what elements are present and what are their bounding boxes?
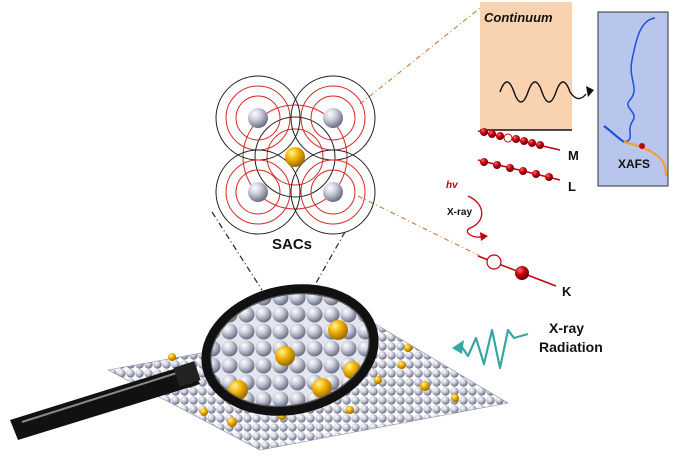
electron-shell-k: K [477,254,572,299]
xafs-panel: XAFS [597,11,669,187]
electron [488,130,496,138]
photoelectron-wave [499,81,587,103]
shell-l-electrons [480,158,553,181]
neighbor-atom-br [323,182,343,202]
shell-m-electrons [480,128,544,149]
sacs-label: SACs [272,236,312,253]
gold-atom [451,394,459,402]
electron [520,137,528,145]
photon-incident: hv X-ray [446,180,488,241]
hv-label: hv [446,180,459,191]
xray-photon-label: X-ray [447,207,472,218]
ring-inner-center [254,116,336,198]
xafs-curve-edge [603,125,625,143]
continuum-label: Continuum [484,10,553,25]
continuum-box [480,2,572,130]
gold-atom [168,353,176,361]
magnifier-rim [201,284,379,416]
zoom-line-right [311,231,346,291]
scattering-rings [215,75,376,235]
magnifier-handle-highlight [21,371,181,423]
core-hole [486,254,502,270]
ring-tl-1 [235,95,281,141]
magnifier-rim-inner [210,293,370,407]
xafs-label: XAFS [618,157,650,171]
electron [528,139,536,147]
ring-bl-2 [225,159,291,225]
ring-br-3 [290,149,376,235]
zoom-line-left [211,211,263,291]
electron-hole [503,133,513,143]
leader-line-lower [357,195,481,257]
shell-m-label: M [568,148,579,163]
electron-shell-m: M [477,128,579,163]
gold-atom [398,361,406,369]
lens-gold-atom [328,320,348,340]
electron [480,128,488,136]
xray-wave-icon [459,328,529,370]
ring-bl-1 [235,169,281,215]
xafs-curve-preedge [623,140,668,177]
lens-gold-atom [275,346,295,366]
electron [493,161,501,169]
electron [536,141,544,149]
ring-br-2 [300,159,366,225]
wave-arrowhead-icon [586,86,594,97]
single-metal-atom [285,147,305,167]
neighbor-atom-tl [248,108,268,128]
ring-tr-1 [310,95,356,141]
neighbor-atom-tr [323,108,343,128]
xray-wave-arrowhead-icon [452,340,464,354]
lens-gold-atom [312,378,332,398]
electron [532,170,540,178]
xray-radiation-label-line1: X-ray [549,320,584,336]
gold-atom [420,381,430,391]
ring-br-1 [310,169,356,215]
xray-radiation-label-line2: Radiation [539,339,603,355]
gold-atom [374,376,382,384]
sac-atom-cluster [215,75,376,235]
gold-atom [346,406,354,414]
ring-mid-center [266,128,324,186]
xray-radiation: X-ray Radiation [452,320,603,370]
leader-line-upper [359,7,481,105]
xafs-edge-point [639,143,645,149]
gold-atom [404,344,412,352]
neighbor-atom-bl [248,182,268,202]
xafs-panel-background [597,11,669,187]
electron [496,132,504,140]
photon-arrowhead-icon [480,232,488,241]
gold-atom [227,417,237,427]
core-electron [515,266,529,280]
shell-l-label: L [568,179,576,194]
xafs-curve-upper [623,17,656,143]
gold-atom [200,408,208,416]
shell-k-label: K [562,284,572,299]
magnifier-handle [10,364,200,440]
electron [519,167,527,175]
electron [480,158,488,166]
electron [506,164,514,172]
photon-arrow-icon [466,195,485,238]
electron-shell-l: L [477,158,576,194]
electron [545,173,553,181]
ring-bl-3 [215,149,301,235]
continuum-panel: Continuum [480,2,594,131]
electron [512,135,520,143]
magnifier-collar [173,361,201,387]
